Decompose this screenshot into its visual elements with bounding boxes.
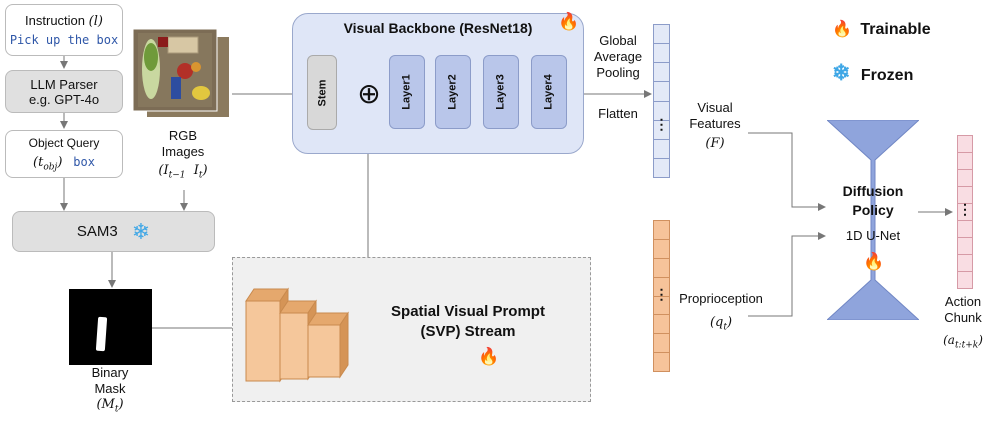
snowflake-icon: ❄: [131, 218, 151, 244]
layer4-block: Layer4: [531, 55, 567, 129]
legend-trainable: 🔥 Trainable: [832, 21, 931, 38]
object-query-values: (tobj) box: [33, 154, 95, 173]
rgb-image-stack: [132, 28, 229, 117]
rgb-label: RGB Images (It−1 It): [158, 128, 208, 181]
sam3-box: SAM3 ❄: [12, 211, 215, 252]
proprio-vector-ellipsis: ⋮: [654, 286, 669, 302]
fire-icon: 🔥: [863, 252, 885, 271]
pooling-label: Global Average Pooling: [593, 33, 643, 80]
proprioception-vector: [653, 220, 670, 372]
arrow-features-diffusion: [748, 132, 826, 211]
binary-mask-label: Binary Mask (Mt): [91, 365, 129, 415]
action-chunk-vector: [957, 135, 973, 289]
action-chunk-label: Action Chunk (at:t+k): [943, 294, 983, 351]
arrow-proprio-diffusion: [748, 232, 826, 317]
diffusion-policy-subtitle: 1D U-Net: [845, 228, 901, 243]
legend-frozen: ❄ Frozen: [832, 60, 914, 85]
svp-title: Spatial Visual Prompt (SVP) Stream: [391, 303, 545, 340]
layer3-block: Layer3: [483, 55, 519, 129]
visual-backbone-title: Visual Backbone (ResNet18): [343, 20, 533, 36]
llm-parser-box: LLM Parser e.g. GPT-4o: [5, 70, 123, 113]
diffusion-policy-shape: [827, 120, 919, 320]
visual-features-label: Visual Features (F): [689, 100, 741, 151]
fire-icon: 🔥: [558, 12, 580, 31]
diffusion-policy-title: Diffusion Policy: [842, 183, 904, 218]
add-operator-icon: ⊕: [357, 78, 381, 109]
flatten-label: Flatten: [598, 106, 638, 121]
action-vector-ellipsis: ⋮: [958, 201, 972, 217]
instruction-label: Instruction (l): [25, 13, 103, 29]
snowflake-icon: ❄: [832, 60, 851, 85]
binary-mask-image: [69, 289, 152, 365]
fire-icon: 🔥: [832, 21, 852, 38]
layer1-block: Layer1: [389, 55, 425, 129]
instruction-text: Pick up the box: [9, 33, 119, 47]
svp-conv-blocks: [245, 287, 349, 383]
visual-feature-vector: [653, 24, 670, 178]
visual-vector-ellipsis: ⋮: [654, 116, 669, 132]
fire-icon: 🔥: [478, 347, 500, 366]
proprioception-label: Proprioception (qt): [679, 291, 763, 333]
rgb-images: [132, 28, 233, 126]
layer2-block: Layer2: [435, 55, 471, 129]
stem-block: Stem: [307, 55, 337, 130]
object-query-box: Object Query (tobj) box: [5, 130, 123, 178]
instruction-box: Instruction (l) Pick up the box: [5, 4, 123, 56]
